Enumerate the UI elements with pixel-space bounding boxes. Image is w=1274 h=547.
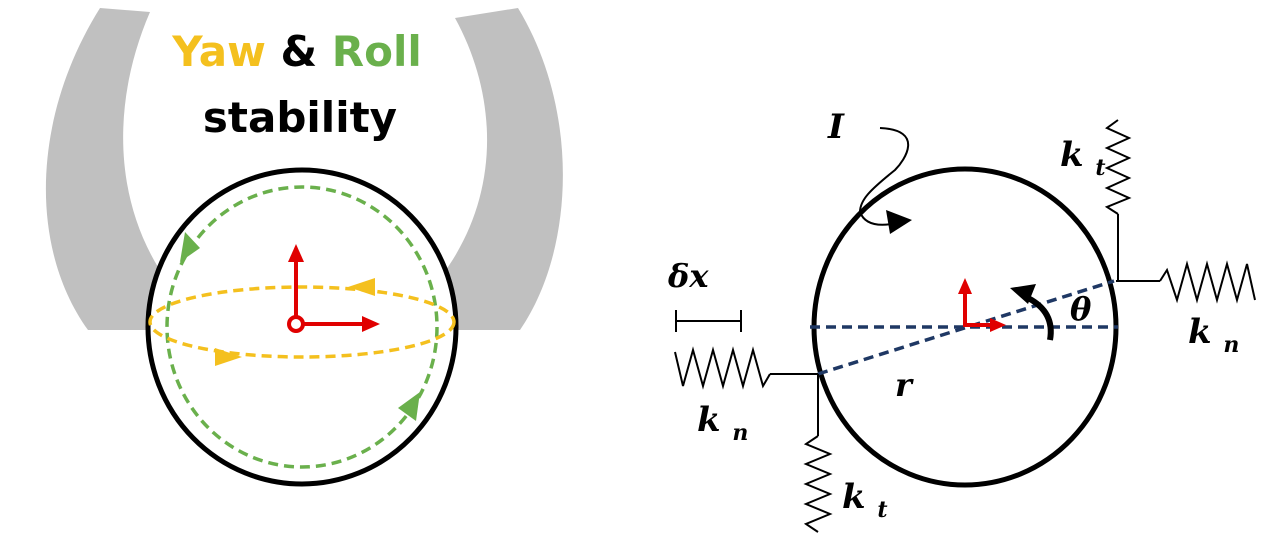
left-kn-subscript: n	[732, 420, 748, 446]
title-yaw: Yaw	[171, 27, 266, 76]
right-kn-label: k n	[1188, 312, 1239, 358]
top-kt-label: k t	[1060, 135, 1106, 181]
frame-x-arrowhead-icon	[362, 316, 380, 332]
angle-label: θ	[1070, 290, 1092, 328]
angle-arc	[1026, 295, 1054, 341]
title-roll: Roll	[332, 27, 422, 76]
displacement-label: δx	[667, 257, 709, 295]
top-tangential-spring	[1104, 119, 1132, 215]
yaw-arrow-bottom-icon	[215, 348, 242, 366]
title-line-2: stability	[203, 93, 397, 142]
angle-arrowhead-icon	[1010, 284, 1036, 304]
bottom-kt-label: k t	[842, 477, 888, 523]
right-kn-subscript: n	[1223, 332, 1239, 358]
holder-left-arm	[45, 8, 165, 330]
title-line-1: Yaw & Roll	[171, 27, 422, 76]
top-kt-subscript: t	[1095, 155, 1105, 181]
top-kt-main: k	[1060, 135, 1084, 175]
holder-right-arm	[440, 8, 563, 330]
right-panel: I r θ δx k t k n k n k t	[667, 107, 1256, 533]
left-normal-spring	[674, 346, 771, 390]
left-kn-main: k	[697, 400, 721, 440]
right-normal-spring	[1159, 260, 1256, 304]
disc-frame-x-arrowhead-icon	[990, 318, 1006, 332]
frame-y-arrowhead-icon	[288, 244, 304, 262]
left-panel: Yaw & Roll stability	[45, 8, 563, 487]
inertia-label: I	[827, 107, 845, 147]
frame-origin	[287, 315, 305, 333]
left-kn-label: k n	[697, 400, 748, 446]
rotation-arrowhead-icon	[886, 210, 912, 234]
rotation-arc	[859, 211, 893, 226]
yaw-arrow-top-icon	[348, 278, 375, 296]
bottom-kt-main: k	[842, 477, 866, 517]
roll-arrow-upper-icon	[180, 232, 200, 262]
radius-label: r	[895, 366, 914, 404]
roll-arrow-lower-icon	[398, 392, 420, 421]
right-kn-main: k	[1188, 312, 1212, 352]
tilted-diameter	[817, 279, 1115, 376]
inertia-leader-line	[859, 127, 910, 213]
bottom-tangential-spring	[803, 435, 833, 533]
yaw-orbit	[148, 285, 456, 359]
bottom-kt-subscript: t	[877, 497, 887, 523]
title-amp: &	[281, 27, 318, 76]
disc-frame-y-arrowhead-icon	[958, 278, 972, 294]
roll-orbit	[165, 185, 439, 469]
